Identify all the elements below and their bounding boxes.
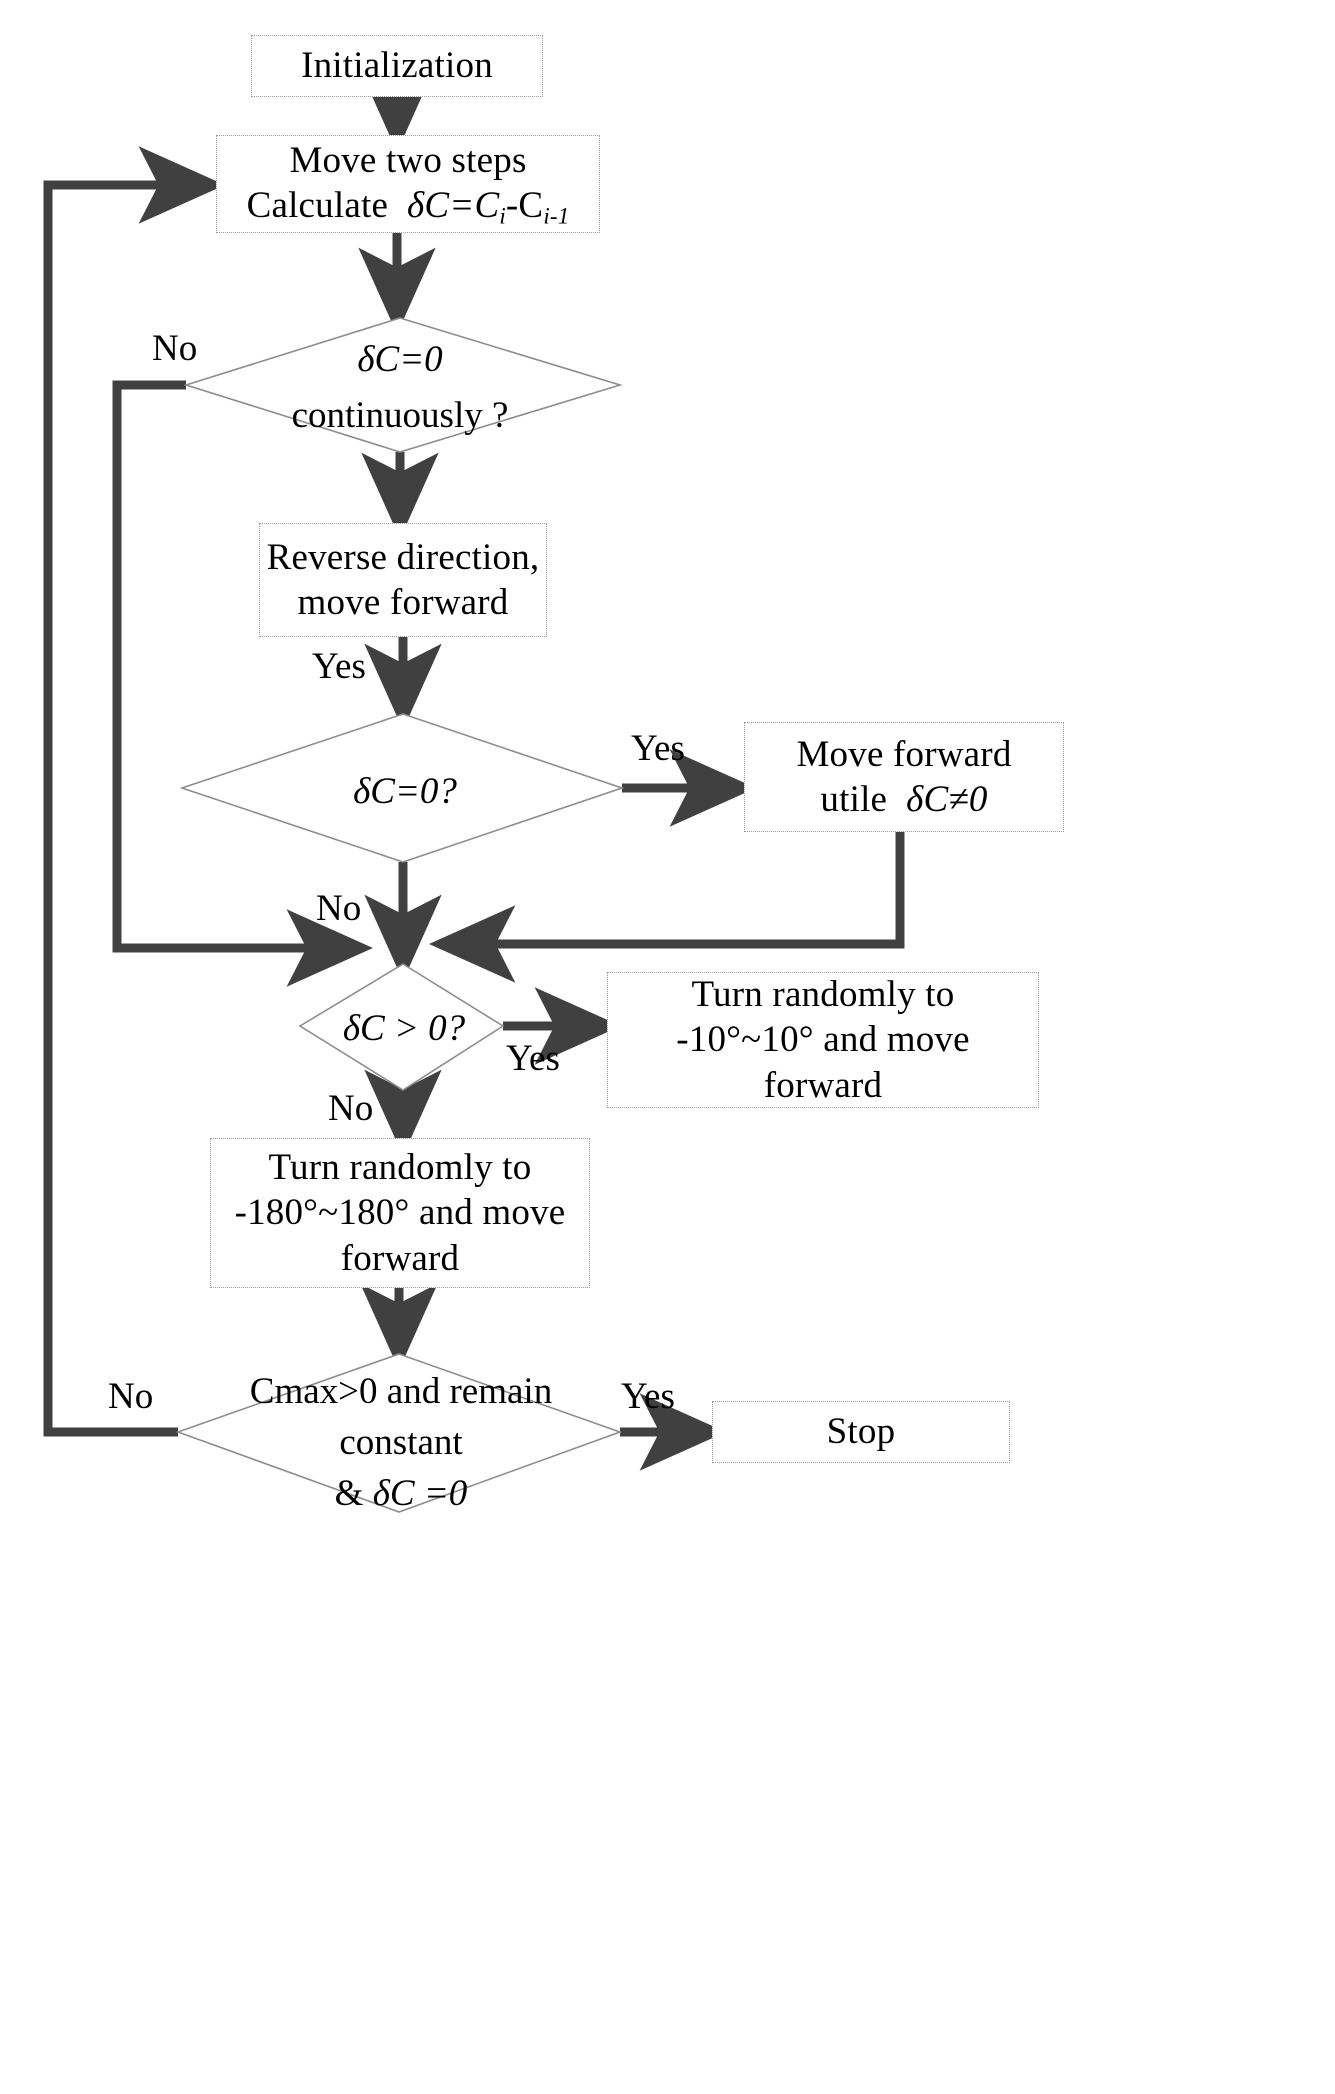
subscript-i-minus-1: i-1 (543, 203, 570, 229)
calc-word: Calculate (246, 184, 389, 226)
edge-label-no-dc0-continuously: No (152, 328, 198, 369)
node-move-forward-until-line1: Move forward (796, 733, 1012, 775)
decision-dc0-shape (179, 713, 625, 863)
node-move-two-steps[interactable]: Move two steps Calculate δC=Ci-Ci-1 (216, 135, 600, 233)
edge-label-yes-cmax: Yes (621, 1376, 675, 1417)
node-turn-10-degrees-line2: -10°~10° and move (676, 1019, 970, 1061)
node-turn-180-degrees-line3: forward (340, 1237, 460, 1279)
node-move-forward-until-line2: utile δC≠0 (820, 777, 987, 822)
node-stop[interactable]: Stop (712, 1401, 1010, 1463)
node-dcgt0-text: δC > 0? (288, 1005, 520, 1053)
node-turn-180-degrees-line1: Turn randomly to (268, 1147, 532, 1189)
node-move-two-steps-line2: Calculate δC=Ci-Ci-1 (247, 183, 570, 230)
node-initialization[interactable]: Initialization (251, 35, 543, 97)
node-move-two-steps-line1: Move two steps (289, 139, 527, 181)
edge-label-no-cmax: No (108, 1376, 154, 1417)
node-stop-label: Stop (826, 1411, 896, 1453)
edge-moveuntil-to-merge (428, 832, 905, 983)
node-turn-10-degrees-line1: Turn randomly to (691, 974, 955, 1016)
node-move-forward-until[interactable]: Move forward utile δC≠0 (744, 722, 1064, 832)
decision-dcgt0-shape (298, 963, 505, 1091)
edge-label-yes-reverse: Yes (312, 646, 366, 687)
dc0-cont-line1: δC=0 (357, 339, 443, 380)
node-turn-10-degrees[interactable]: Turn randomly to -10°~10° and move forwa… (607, 972, 1039, 1108)
dcgt0-expr: δC > 0? (342, 1008, 466, 1049)
delta-c-expr: δC=C (407, 184, 500, 226)
edge-label-no-dc0: No (316, 888, 362, 929)
node-reverse-direction-line1: Reverse direction, (266, 536, 540, 578)
edge-dc0cont-no (112, 380, 374, 987)
edge-cmax-no (43, 146, 226, 1437)
dcgt0-line1: δC > 0? (343, 1008, 465, 1049)
delta-c-neq-zero: δC≠0 (906, 779, 988, 820)
node-initialization-label: Initialization (301, 45, 493, 87)
cmax-line2: constant (339, 1422, 463, 1464)
dc0-line1: δC=0? (353, 771, 457, 812)
cmax-line3-expr: δC =0 (372, 1473, 468, 1515)
node-dc0-continuously-text: δC=0 continuously ? (250, 336, 550, 440)
edge-label-yes-dcgt0: Yes (506, 1038, 560, 1079)
decision-dc0cont-shape (183, 317, 623, 453)
node-cmax-text: Cmax>0 and remain constant & δC =0 (215, 1366, 587, 1519)
node-reverse-direction[interactable]: Reverse direction, move forward (259, 523, 547, 637)
cmax-line3-amp: & (334, 1473, 364, 1515)
dc0-cont-line2: continuously ? (291, 395, 509, 437)
node-dc0-text: δC=0? (280, 768, 530, 816)
utile-word: utile (820, 779, 888, 820)
cmax-line1: Cmax>0 and remain (249, 1371, 553, 1412)
edge-label-no-dcgt0: No (328, 1088, 374, 1129)
node-turn-180-degrees-line2: -180°~180° and move (234, 1192, 566, 1234)
edge-label-yes-dc0: Yes (631, 728, 685, 769)
node-turn-10-degrees-line3: forward (763, 1064, 883, 1106)
subscript-i: i (499, 203, 506, 229)
node-reverse-direction-line2: move forward (297, 582, 509, 623)
minus-c: -C (505, 184, 544, 226)
node-turn-180-degrees[interactable]: Turn randomly to -180°~180° and move for… (210, 1138, 590, 1288)
decision-cmax-shape (175, 1353, 623, 1513)
